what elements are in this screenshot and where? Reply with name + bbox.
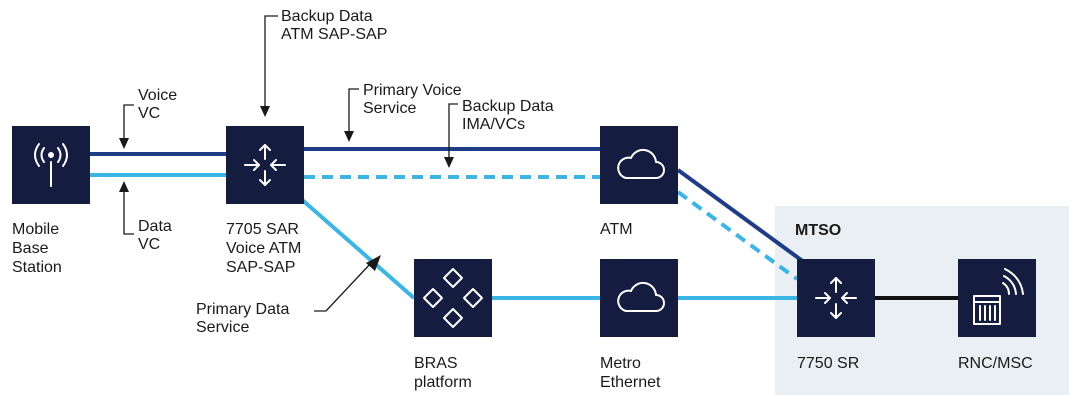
router-arrows-icon (815, 277, 857, 319)
rnc-label: RNC/MSC (958, 355, 1033, 372)
data-vc-label-2: VC (138, 236, 160, 253)
mtso-title: MTSO (795, 222, 841, 239)
voice-vc-label-1: Voice (138, 87, 177, 104)
cloud-icon (617, 281, 665, 312)
data-vc-label-1: Data (138, 218, 172, 235)
svg-text:7750 SR: 7750 SR (797, 355, 859, 372)
node-rnc-msc: RNC/MSC (958, 259, 1036, 372)
metro-label-2: Ethernet (600, 374, 661, 391)
node-7705-sar: 7705 SAR Voice ATM SAP-SAP (226, 126, 304, 276)
backup-atm-label-2: ATM SAP-SAP (281, 26, 387, 43)
node-7750-sr: 7750 SR (797, 259, 875, 372)
backup-ima-label-2: IMA/VCs (462, 116, 525, 133)
svg-text:ATM: ATM (600, 221, 633, 238)
link-sar-bras-primary-data (298, 196, 416, 300)
link-atm-sr-voice (676, 168, 810, 267)
sar-label-1: 7705 SAR (226, 221, 299, 238)
primary-data-label-1: Primary Data (196, 301, 289, 318)
voice-vc-label-2: VC (138, 105, 160, 122)
primary-voice-label-2: Service (363, 100, 416, 117)
sar-label-2: Voice ATM (226, 240, 301, 257)
svg-text:RNC/MSC: RNC/MSC (958, 355, 1033, 372)
backup-atm-label-1: Backup Data (281, 8, 373, 25)
cloud-icon (617, 148, 665, 179)
sar-label-3: SAP-SAP (226, 259, 295, 276)
mobile-base-label-3: Station (12, 259, 62, 276)
links (90, 147, 958, 300)
sr-label: 7750 SR (797, 355, 859, 372)
primary-voice-label-1: Primary Voice (363, 82, 462, 99)
atm-label: ATM (600, 221, 633, 238)
primary-data-label-2: Service (196, 319, 249, 336)
router-arrows-icon (244, 144, 286, 186)
bras-label-1: BRAS (414, 355, 458, 372)
diamond-cluster-icon (423, 268, 483, 328)
bras-label-2: platform (414, 374, 472, 391)
antenna-icon (34, 143, 68, 187)
server-signal-icon (973, 268, 1024, 325)
node-atm: ATM (600, 126, 678, 238)
metro-label-1: Metro (600, 355, 641, 372)
node-bras: BRAS platform (414, 259, 492, 391)
backup-ima-label-1: Backup Data (462, 98, 554, 115)
mobile-base-label-2: Base (12, 240, 49, 257)
link-atm-sr-backup (676, 190, 799, 281)
mobile-base-label-1: Mobile (12, 221, 59, 238)
